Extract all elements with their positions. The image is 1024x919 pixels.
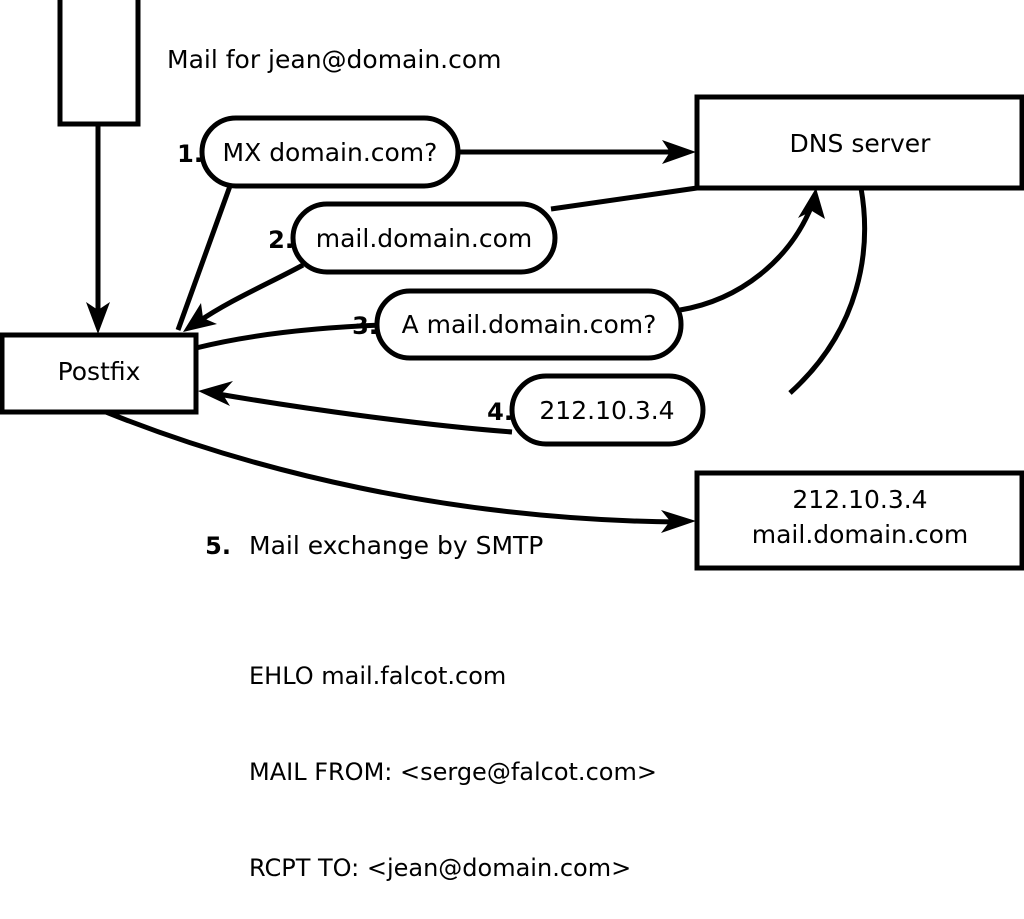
client-box: [57, 0, 141, 127]
step-balloon-4: [509, 373, 706, 447]
postfix-label: Postfix: [58, 357, 141, 386]
step-number-2: 2.: [268, 226, 294, 254]
edge-postfix-to-step3: [195, 322, 384, 351]
mail-server-host: mail.domain.com: [752, 520, 968, 549]
arrowhead-step4-to-postfix: [198, 381, 233, 406]
mail-server-ip: 212.10.3.4: [792, 485, 927, 514]
edge-dns-to-step4: [788, 187, 868, 395]
mail-for-note: Mail for jean@domain.com: [167, 45, 502, 74]
arrowhead-step1-to-dns: [662, 140, 696, 164]
step-balloon-3: [374, 288, 684, 361]
edge-postfix-to-mailserver: [105, 409, 679, 525]
step-number-4: 4.: [487, 398, 513, 426]
edge-dns-to-step2: [550, 185, 698, 212]
transcript-line: MAIL FROM: <serge@falcot.com>: [249, 758, 657, 786]
step-text-1: MX domain.com?: [223, 138, 438, 167]
transcript-line: RCPT TO: <jean@domain.com>: [249, 854, 632, 882]
step-number-1: 1.: [177, 140, 203, 168]
dns-server-label: DNS server: [790, 129, 932, 158]
step-text-5: Mail exchange by SMTP: [249, 531, 543, 560]
arrowhead-step2-to-postfix: [183, 303, 217, 332]
edge-step3-to-dns: [679, 204, 815, 313]
smtp-transcript: EHLO mail.falcot.com MAIL FROM: <serge@f…: [249, 596, 657, 919]
step-text-2: mail.domain.com: [316, 224, 532, 253]
step-text-4: 212.10.3.4: [539, 396, 674, 425]
transcript-line: EHLO mail.falcot.com: [249, 662, 507, 690]
edge-step1-tail: [175, 185, 233, 331]
step-number-5: 5.: [205, 532, 231, 560]
step-number-3: 3.: [352, 312, 378, 340]
edge-step4-to-postfix: [217, 391, 513, 435]
edge-step2-to-postfix: [196, 262, 305, 325]
arrowhead-client-to-postfix: [86, 302, 110, 334]
step-balloon-1: [199, 115, 461, 189]
step-text-3: A mail.domain.com?: [402, 310, 657, 339]
arrowhead-postfix-to-mailserver: [661, 510, 696, 533]
postfix-box: [0, 332, 199, 415]
mail-server-box: [694, 470, 1024, 571]
dns-server-box: [694, 94, 1024, 191]
step-balloon-2: [290, 201, 558, 275]
arrowhead-step3-to-dns: [798, 188, 825, 219]
